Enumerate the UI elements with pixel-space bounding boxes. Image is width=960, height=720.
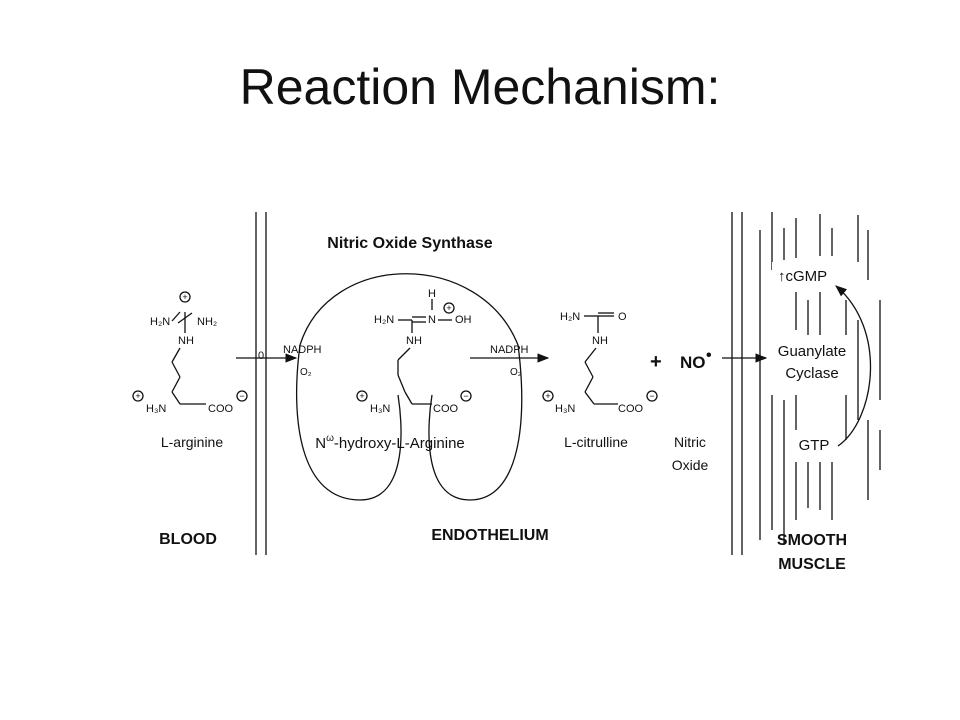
svg-text:+: + <box>545 391 550 401</box>
blood-label: BLOOD <box>159 531 217 548</box>
svg-text:O: O <box>618 311 627 323</box>
svg-text:COO: COO <box>433 403 459 415</box>
svg-text:+: + <box>446 303 451 313</box>
svg-text:OH: OH <box>455 314 472 326</box>
svg-text:H₂N: H₂N <box>560 311 580 323</box>
endothelium-label: ENDOTHELIUM <box>431 527 548 544</box>
svg-text:−: − <box>239 391 244 401</box>
plus-sign: + <box>650 351 662 373</box>
cgmp-label: ↑cGMP <box>778 268 827 285</box>
svg-text:NH: NH <box>592 335 608 347</box>
svg-text:N: N <box>428 314 436 326</box>
slide-title: Reaction Mechanism: <box>239 59 721 115</box>
svg-text:NH: NH <box>406 335 422 347</box>
l-arginine-label: L-arginine <box>161 434 223 450</box>
svg-text:H₃N: H₃N <box>370 403 390 415</box>
svg-text:H₂N: H₂N <box>150 316 170 328</box>
svg-text:H₂N: H₂N <box>374 314 394 326</box>
nos-arc <box>299 273 519 346</box>
o2-label-2: O₂ <box>510 367 522 378</box>
left-loop <box>295 344 402 501</box>
no-radical-dot: • <box>706 347 712 364</box>
gtp-label: GTP <box>799 437 830 454</box>
enzyme-label: Nitric Oxide Synthase <box>327 235 492 252</box>
svg-text:+: + <box>359 391 364 401</box>
svg-text:+: + <box>135 391 140 401</box>
svg-text:−: − <box>463 391 468 401</box>
no-formula: NO <box>680 353 706 372</box>
smooth-muscle-fibers <box>759 212 881 545</box>
svg-text:COO: COO <box>618 403 644 415</box>
svg-text:−: − <box>649 391 654 401</box>
svg-text:COO: COO <box>208 403 234 415</box>
nitric-oxide-label-1: Nitric <box>674 434 706 450</box>
svg-text:H: H <box>428 288 436 300</box>
l-citrulline-label: L-citrulline <box>564 434 628 450</box>
svg-text:+: + <box>182 292 187 302</box>
blood-endothelium-membrane <box>255 212 267 555</box>
cyclase-label: Cyclase <box>785 365 838 382</box>
zero-label: 0 <box>258 350 264 362</box>
endothelium-muscle-membrane <box>731 212 743 555</box>
hydroxy-arginine-structure: H + H₂N N OH NH + H₃N COO − <box>356 288 472 415</box>
gtp-to-cgmp-arrow <box>835 285 872 447</box>
svg-text:NH₂: NH₂ <box>197 316 217 328</box>
nitric-oxide-label-2: Oxide <box>672 457 709 473</box>
svg-text:H₃N: H₃N <box>555 403 575 415</box>
l-citrulline-structure: H₂N O NH + H₃N COO − <box>542 311 658 415</box>
o2-label-1: O₂ <box>300 367 312 378</box>
l-arginine-structure: + H₂N NH₂ NH + H₃N COO − <box>132 291 248 415</box>
svg-text:NH: NH <box>178 335 194 347</box>
guanylate-label: Guanylate <box>778 343 846 360</box>
hydroxy-arginine-label: Nω-hydroxy-L-Arginine <box>315 433 465 452</box>
nadph-label-1: NADPH <box>283 344 322 356</box>
right-loop <box>428 344 523 501</box>
nadph-label-2: NADPH <box>490 344 529 356</box>
muscle-label: MUSCLE <box>778 556 846 573</box>
smooth-label: SMOOTH <box>777 532 847 549</box>
svg-text:H₃N: H₃N <box>146 403 166 415</box>
